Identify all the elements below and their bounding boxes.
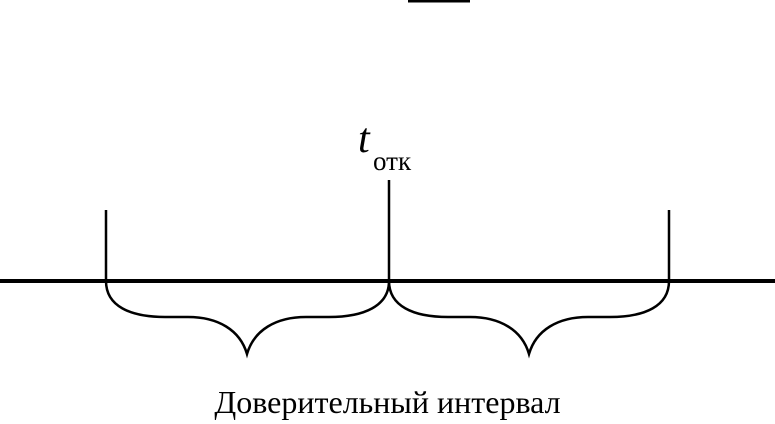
caption-label: Доверительный интервал — [214, 384, 561, 420]
right-brace — [387, 280, 671, 359]
t-subscript-label: отк — [373, 146, 412, 176]
t-symbol-label: t — [358, 116, 370, 162]
left-brace — [104, 280, 391, 359]
